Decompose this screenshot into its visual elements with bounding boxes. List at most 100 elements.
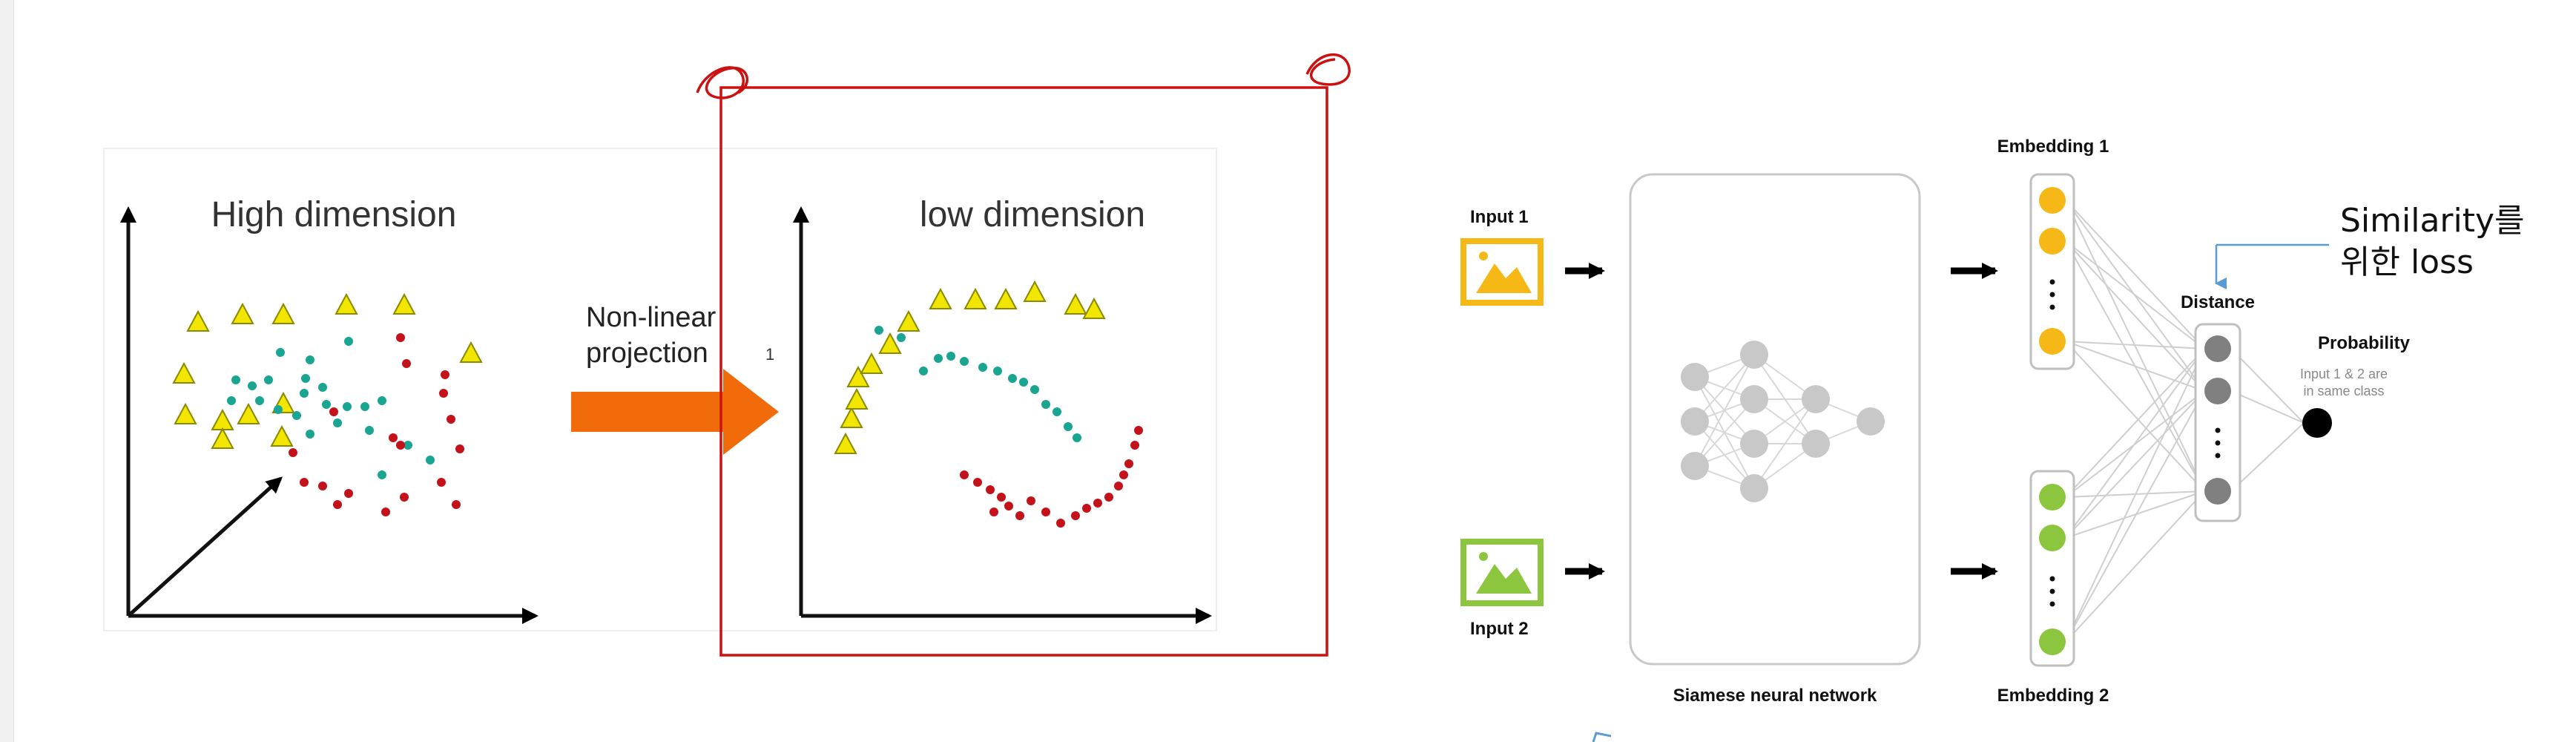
corner-doodle-right [1305,53,1351,86]
ellipsis-dot [2049,576,2055,582]
ellipsis-dot [2215,427,2221,433]
annotation-line1: Similarity를 [2340,202,2525,240]
embedding2-box [2029,470,2075,667]
ellipsis-dot [2215,440,2221,446]
teal-point [318,383,327,392]
network-neuron [1681,452,1709,480]
head-connection [2065,240,2205,349]
red-point [455,444,464,453]
head-connection [2065,341,2205,349]
network-connection [1694,398,1755,467]
red-point [318,482,327,490]
teal-point [343,402,352,411]
head-connection [2230,422,2305,492]
red-point [289,448,297,457]
triangle-point [878,332,902,354]
head-connection [2065,390,2205,539]
ellipsis-dot [2215,453,2221,459]
annotation-box [719,86,1328,657]
embedding2-label: Embedding 2 [1997,686,2109,706]
head-connection [2065,390,2205,643]
teal-point [919,367,928,375]
network-neuron [1740,385,1768,413]
teal-point [378,396,386,405]
network-neuron [1857,407,1885,436]
triangle-point [211,427,234,449]
triangle-point [271,302,295,324]
head-connection [2065,348,2205,539]
red-point [402,359,411,368]
red-point [1119,470,1128,479]
input2-label: Input 2 [1470,619,1529,639]
red-point [333,500,342,509]
triangle-point [897,309,920,332]
left-gutter [0,0,14,742]
head-connection [2065,341,2205,392]
network-neuron [1802,430,1830,458]
low-dimension-title: low dimension [920,195,1145,234]
embedding1-nodes [2039,187,2066,355]
triangle-point [231,302,254,324]
network-neuron [1740,474,1768,502]
teal-point [255,396,264,405]
red-point [1015,511,1024,520]
embedding-node [2039,628,2066,655]
red-point [344,489,353,498]
stray-blue-mark [1592,732,1612,742]
teal-point [264,375,273,384]
teal-point [1008,374,1017,383]
network-connection [1694,354,1755,467]
triangle-point [172,361,196,384]
red-point [1124,459,1133,468]
triangle-point [963,287,987,309]
embedding2-nodes [2039,484,2066,655]
probability-output-node [2302,408,2332,438]
distance-label: Distance [2181,292,2255,312]
embedding-node [2039,328,2066,355]
head-connection [2065,348,2205,498]
triangle-point [237,402,260,424]
probability-note-line1: Input 1 & 2 are [2300,367,2388,381]
high-dim-axes [120,206,538,624]
teal-point [1019,378,1028,387]
teal-point [306,430,314,439]
stray-mark: 1 [765,345,774,364]
network-neuron [1681,407,1709,436]
distance-node [2204,378,2231,404]
teal-point [993,367,1002,375]
distance-node [2204,478,2231,505]
red-point [300,478,309,487]
triangle-point [860,352,883,374]
triangle-point [335,292,358,315]
network-connection [1694,354,1755,422]
projection-label-line2: projection [586,338,708,369]
red-point [1114,482,1123,490]
teal-point [365,426,374,435]
red-point [973,478,982,487]
red-point [986,485,995,494]
red-point [997,493,1006,502]
teal-point [344,337,353,346]
dimension-reduction-figure: High dimension Non-linear projection 1 l… [103,53,1351,657]
teal-point [300,389,309,398]
head-connection [2065,341,2205,492]
head-connection [2065,200,2205,349]
triangle-point [459,341,483,363]
red-point [396,333,405,342]
red-point [1027,496,1035,505]
triangle-point [840,406,863,428]
red-point [1134,426,1143,435]
triangle-point [392,292,416,315]
input1-image-icon [1460,238,1544,306]
red-point [400,493,409,502]
teal-point [874,326,883,335]
teal-point [1064,422,1073,431]
ellipsis-dot [2049,304,2055,310]
high-dimension-title: High dimension [211,195,457,234]
red-point [396,441,405,450]
embedding-node [2039,525,2066,551]
triangle-point [1023,280,1047,302]
probability-label: Probability [2318,333,2411,353]
embedding1-label: Embedding 1 [1997,137,2109,157]
